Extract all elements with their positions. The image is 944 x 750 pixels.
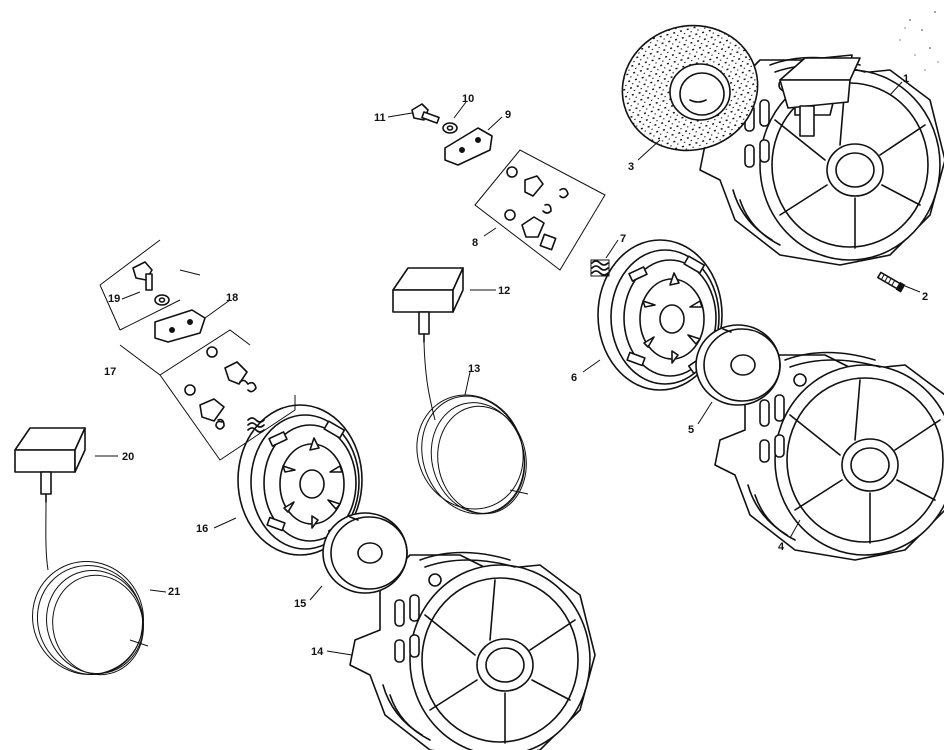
bolt-part-19 [132,261,170,306]
callout-12: 12 [498,285,510,297]
callout-9: 9 [505,109,511,121]
callout-10: 10 [462,93,474,105]
callout-7: 7 [620,233,626,245]
bolt-part-11 [411,103,440,124]
callout-16: 16 [196,523,208,535]
pawl-kit-part-8 [474,149,606,271]
callout-13: 13 [468,363,480,375]
callout-4: 4 [778,541,785,553]
retainer-part-9 [444,127,493,166]
scan-speckle [899,11,939,71]
callout-1: 1 [903,73,909,85]
handle-on-part-1 [779,57,861,137]
leader-lines [95,81,921,656]
spring-disc-part-5 [695,324,781,406]
handle-part-20 [14,427,86,503]
callout-2: 2 [922,291,928,303]
callout-labels: 1 2 3 4 5 6 7 8 9 10 11 12 13 14 15 16 1… [104,73,928,658]
screw-part-2 [877,271,906,293]
callout-5: 5 [688,424,694,436]
callout-17: 17 [104,366,116,378]
callout-14: 14 [311,646,324,658]
rope-part-21 [31,501,149,676]
spring-disc-part-15 [322,512,408,594]
friction-disc-part-3 [621,24,759,152]
callout-18: 18 [226,292,238,304]
washer-part-10 [442,122,458,134]
callout-6: 6 [571,372,577,384]
spring-part-7 [590,259,610,277]
callout-19: 19 [108,293,120,305]
rope-part-13 [416,341,529,515]
callout-20: 20 [122,451,134,463]
callout-3: 3 [628,161,634,173]
callout-8: 8 [472,237,478,249]
retainer-part-18 [154,309,206,343]
callout-11: 11 [374,112,386,124]
callout-21: 21 [168,586,180,598]
handle-part-12 [392,267,464,343]
pawl-kit-part-17 [99,239,296,461]
callout-15: 15 [294,598,306,610]
